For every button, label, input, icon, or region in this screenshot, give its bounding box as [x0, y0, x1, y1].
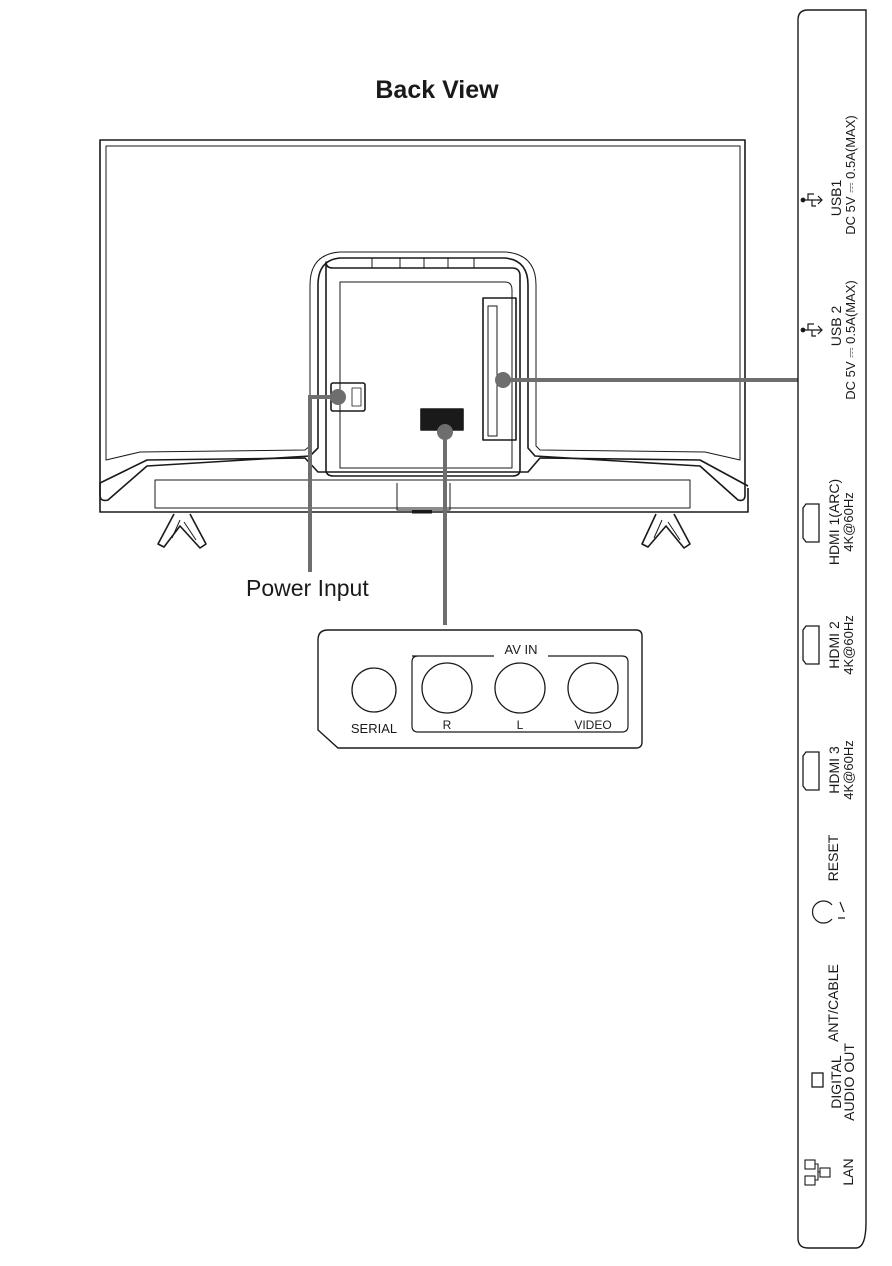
network-icon: [804, 1159, 831, 1186]
hdmi3-spec: 4K@60Hz: [841, 740, 856, 799]
hdmi3-label: HDMI 3: [826, 746, 842, 794]
audio-r-jack: [421, 662, 473, 714]
av-panel: AV IN SERIAL R L VIDEO: [317, 629, 643, 749]
usb2-label: USB 2: [828, 306, 844, 347]
r-label: R: [443, 718, 452, 732]
video-label: VIDEO: [574, 718, 611, 732]
side-port-panel: USB1 DC 5V ⎓ 0.5A(MAX) USB 2 DC 5V ⎓ 0.5…: [797, 9, 867, 1249]
hdmi1-spec: 4K@60Hz: [841, 492, 856, 551]
hdmi1-label: HDMI 1(ARC): [826, 479, 842, 565]
hdmi-port-icon: [802, 625, 820, 665]
hdmi2-label: HDMI 2: [826, 621, 842, 669]
serial-label: SERIAL: [351, 721, 397, 736]
power-input-label: Power Input: [246, 575, 369, 601]
av-callout-dot: [437, 424, 453, 440]
l-label: L: [517, 718, 524, 732]
digital-audio-label-2: AUDIO OUT: [841, 1043, 857, 1121]
audio-l-jack: [494, 662, 546, 714]
back-cover: [325, 258, 521, 477]
ant-cable-label: ANT/CABLE: [825, 964, 841, 1042]
stand-left: [157, 513, 207, 549]
usb-icon: [800, 323, 823, 337]
usb2-rating: DC 5V ⎓ 0.5A(MAX): [843, 280, 858, 399]
reset-label: RESET: [825, 834, 841, 881]
hdmi-port-icon: [802, 503, 820, 543]
video-jack: [567, 662, 619, 714]
side-callout-dot: [495, 372, 511, 388]
av-in-label: AV IN: [505, 642, 538, 657]
optical-port-icon: [811, 1072, 824, 1088]
callout-lines: [308, 378, 798, 625]
hdmi-port-icon: [802, 751, 820, 791]
reset-pinhole-icon: [811, 900, 845, 924]
digital-audio-label-1: DIGITAL: [828, 1055, 844, 1109]
lan-label: LAN: [840, 1158, 856, 1185]
hdmi2-spec: 4K@60Hz: [841, 615, 856, 674]
usb1-rating: DC 5V ⎓ 0.5A(MAX): [843, 115, 858, 234]
page-title: Back View: [375, 76, 499, 104]
stand-right: [641, 513, 691, 549]
power-callout-dot: [330, 389, 346, 405]
usb-icon: [800, 193, 823, 207]
tv-body: [99, 139, 749, 514]
usb1-label: USB1: [828, 180, 844, 217]
serial-jack: [351, 667, 397, 713]
